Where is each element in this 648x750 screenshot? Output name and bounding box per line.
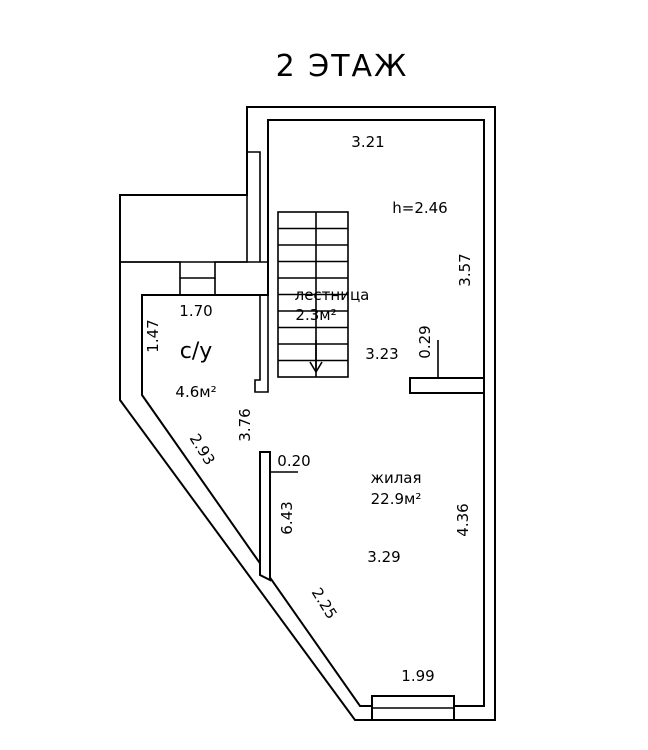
dim-right-upper: 3.57 bbox=[456, 253, 474, 286]
stair-room-name: лестница bbox=[295, 286, 370, 304]
staircase-treads bbox=[278, 227, 348, 362]
staircase bbox=[277, 211, 349, 378]
upper-left-block-outline bbox=[120, 194, 248, 263]
bottom-window bbox=[371, 695, 455, 721]
dim-partition-right: 0.29 bbox=[416, 325, 434, 358]
dim-partition-stub: 0.20 bbox=[277, 452, 310, 470]
dim-inner-wall: 6.43 bbox=[278, 501, 296, 534]
plan-labels: 2 ЭТАЖ 3.21 h=2.46 3.57 лестница 2.3м² 3… bbox=[144, 49, 474, 685]
bathroom-top-wall bbox=[142, 278, 268, 296]
upper-left-wall-step bbox=[246, 107, 261, 262]
bathroom-right-wall bbox=[254, 294, 269, 393]
upper-left-block-inner bbox=[120, 261, 268, 279]
dim-stair-lower: 3.23 bbox=[365, 345, 398, 363]
living-room-name: жилая bbox=[370, 469, 421, 487]
dim-bath-partition: 3.76 bbox=[236, 408, 254, 441]
right-partition bbox=[409, 340, 485, 394]
middle-partition-wall bbox=[259, 451, 271, 582]
middle-partition bbox=[259, 451, 298, 582]
right-partition-wall bbox=[409, 377, 485, 394]
inner-wall-outline bbox=[141, 119, 485, 707]
bath-room-area: 4.6м² bbox=[175, 383, 216, 401]
bathroom-partitions bbox=[142, 278, 269, 393]
stair-arrow-head bbox=[309, 361, 323, 374]
ceiling-height: h=2.46 bbox=[392, 199, 447, 217]
dim-top-width: 3.21 bbox=[351, 133, 384, 151]
dim-bath-left: 1.47 bbox=[144, 319, 162, 352]
dim-bath-top: 1.70 bbox=[179, 302, 212, 320]
dim-right-lower: 4.36 bbox=[454, 503, 472, 536]
stair-room-area: 2.3м² bbox=[295, 306, 336, 324]
upper-left-block bbox=[120, 107, 268, 279]
dim-living-middle: 3.29 bbox=[367, 548, 400, 566]
plan-title: 2 ЭТАЖ bbox=[276, 49, 409, 84]
living-room-area: 22.9м² bbox=[371, 490, 422, 508]
bath-room-name: с/у bbox=[180, 339, 213, 364]
dim-bottom-width: 1.99 bbox=[401, 667, 434, 685]
